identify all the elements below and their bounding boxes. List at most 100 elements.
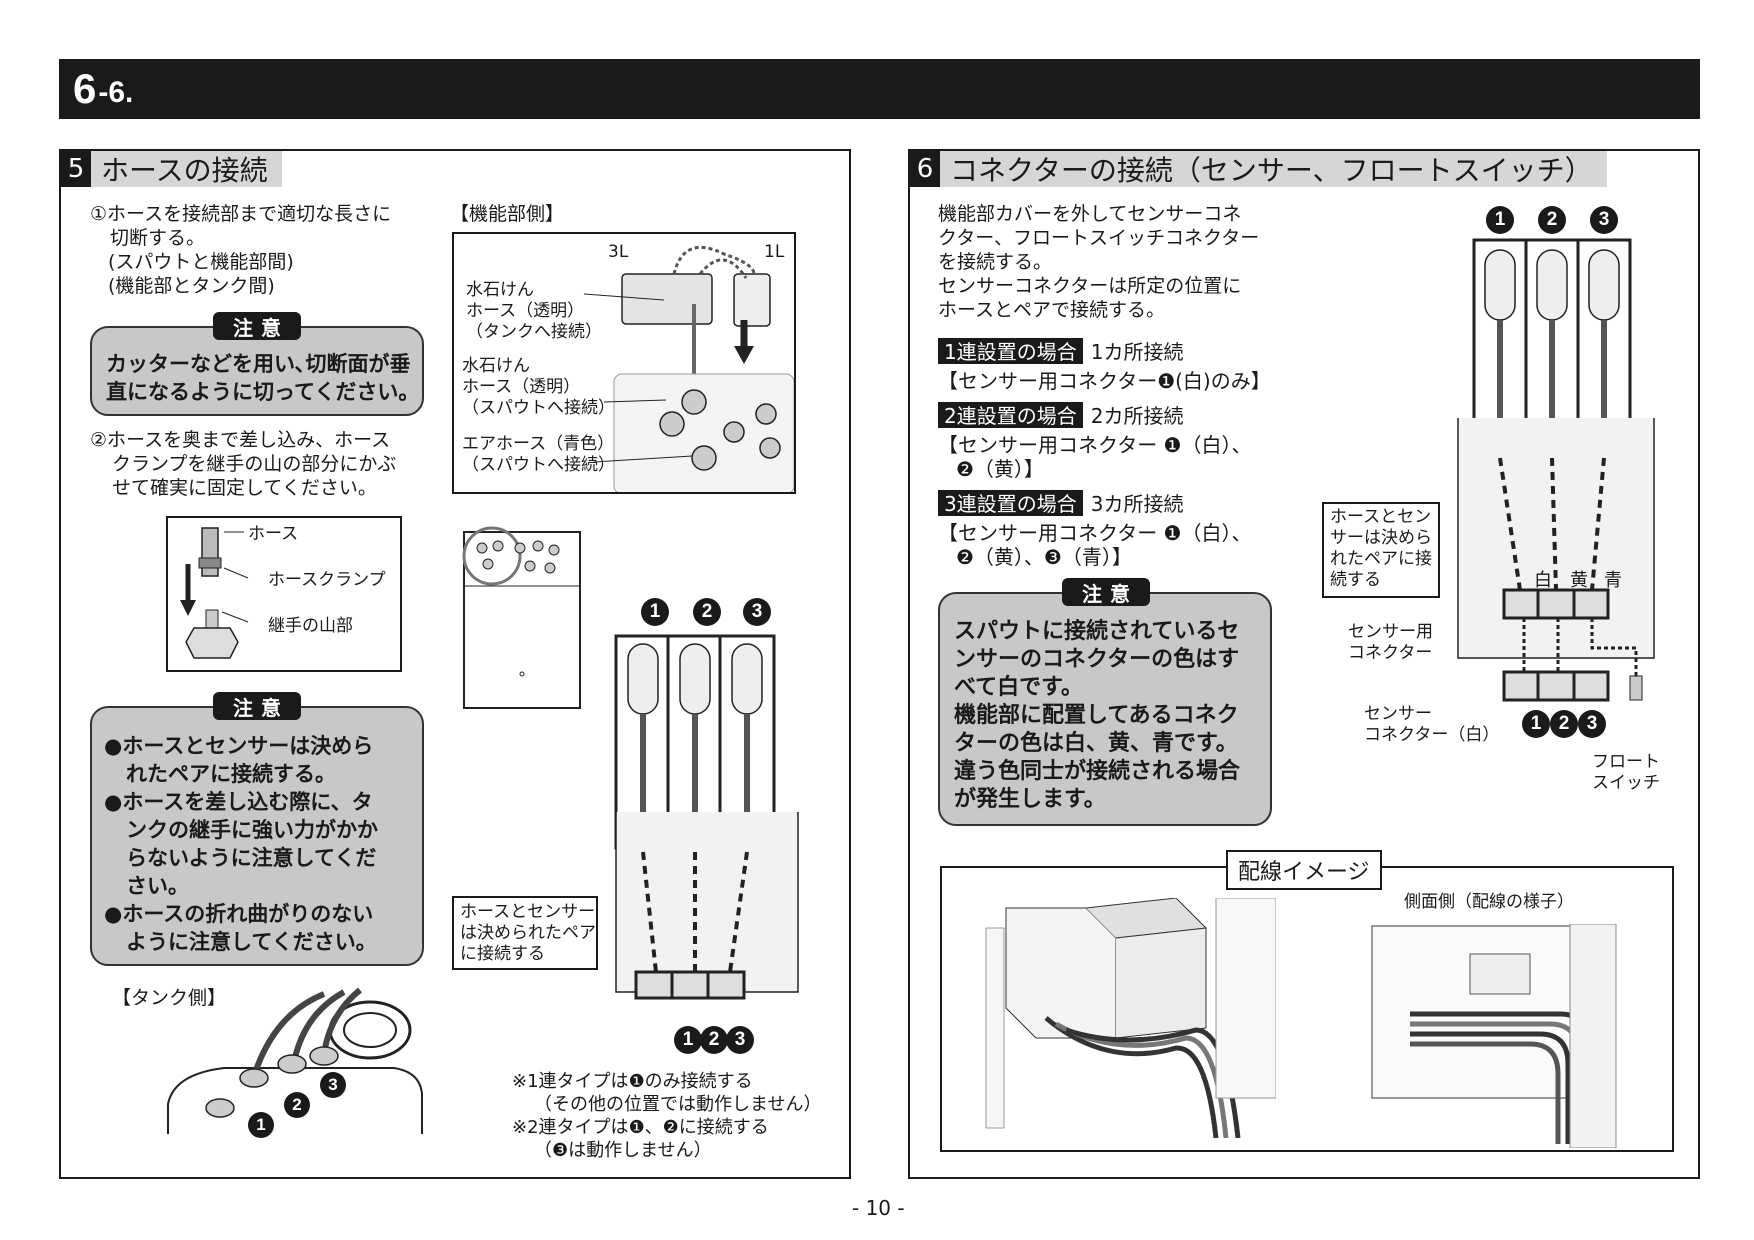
label-hose-clamp: ホースクランプ xyxy=(268,570,386,590)
function-unit-figure: 3L 1L 水石けん ホース（透明） （タンクへ接続） 水石けん ホース（透明）… xyxy=(452,232,796,495)
wiring-illustration-side xyxy=(1371,924,1617,1148)
caution-line: べて白です。 xyxy=(954,675,1083,700)
step-1-line: (機能部とタンク間) xyxy=(108,275,275,297)
label-line: フロート xyxy=(1592,752,1660,772)
note-line: は決められたペア xyxy=(460,923,596,943)
caution-line: れたペアに接続する。 xyxy=(126,762,336,786)
connector-number-2: 2 xyxy=(700,1026,728,1054)
label-line: コネクター xyxy=(1348,643,1433,663)
section-5-number: 5 xyxy=(61,151,91,187)
color-label-blue: 青 xyxy=(1604,570,1622,591)
tank-side-label: 【タンク側】 xyxy=(112,987,227,1009)
label-hose: ホース xyxy=(248,524,299,544)
case-count: 3カ所接続 xyxy=(1090,492,1184,516)
tank-number-2: 2 xyxy=(284,1092,310,1118)
caution-line: ように注意してください。 xyxy=(126,930,377,954)
caution-box-3: スパウトに接続されているセ ンサーのコネクターの色はす べて白です。 機能部に配… xyxy=(938,592,1272,826)
caution-line: スパウトに接続されているセ xyxy=(954,619,1240,644)
hose-number-3: 3 xyxy=(743,598,771,626)
label-joint-ridge: 継手の山部 xyxy=(268,616,353,636)
intro-line: クター、フロートスイッチコネクター xyxy=(938,227,1260,249)
caution-line: ンサーのコネクターの色はす xyxy=(954,647,1240,672)
note-line: ホースとセンサー xyxy=(460,902,596,922)
label-line: センサー xyxy=(1364,704,1432,724)
case-count: 1カ所接続 xyxy=(1090,340,1184,364)
label-air-hose: エアホース（青色） （スパウトへ接続） xyxy=(462,434,615,476)
footnote-line: ※1連タイプは❶のみ接続する xyxy=(512,1071,753,1092)
step-1-line: ①ホースを接続部まで適切な長さに xyxy=(90,203,392,225)
case-count: 2カ所接続 xyxy=(1090,404,1184,428)
intro-line: センサーコネクターは所定の位置に xyxy=(938,275,1242,297)
caution-line: さい。 xyxy=(126,874,189,898)
pair-note-left: ホースとセンサー は決められたペア に接続する xyxy=(452,896,598,970)
footnotes: ※1連タイプは❶のみ接続する （その他の位置では動作しません） ※2連タイプは❶… xyxy=(512,1070,821,1162)
caution-line: 直になるように切ってください。 xyxy=(106,380,420,404)
color-label-yellow: 黄 xyxy=(1570,570,1588,591)
label-line: エアホース（青色） xyxy=(462,434,615,454)
intro-line: 機能部カバーを外してセンサーコネ xyxy=(938,203,1242,225)
step-1-text: ①ホースを接続部まで適切な長さに 切断する。 (スパウトと機能部間) (機能部と… xyxy=(90,202,391,298)
sensor-pairs-illustration xyxy=(614,634,799,1000)
caution-line: ターの色は白、黄、青です。 xyxy=(954,731,1238,756)
caution-line: カッターなどを用い､切断面が垂 xyxy=(106,352,411,376)
caution-1-text: カッターなどを用い､切断面が垂 直になるように切ってください。 xyxy=(106,350,419,406)
r-connector-number-3: 3 xyxy=(1578,710,1606,738)
connector-number-3: 3 xyxy=(726,1026,754,1054)
caution-badge-3: 注意 xyxy=(1062,578,1150,606)
hose-clamp-illustration xyxy=(180,527,249,659)
footnote-line: （その他の位置では動作しません） xyxy=(534,1094,822,1115)
caution-box-2: ●ホースとセンサーは決めら れたペアに接続する。 ●ホースを差し込む際に、タ ン… xyxy=(90,706,424,966)
step-1-line: (スパウトと機能部間) xyxy=(108,251,294,273)
caution-3-text: スパウトに接続されているセ ンサーのコネクターの色はす べて白です。 機能部に配… xyxy=(954,618,1240,814)
pair-note-right: ホースとセン サーは決めら れたペアに接 続する xyxy=(1322,502,1440,598)
label-1l: 1L xyxy=(764,242,785,262)
r-sensor-pairs-illustration xyxy=(1457,238,1655,702)
hose-number-1: 1 xyxy=(641,598,669,626)
r-hose-number-2: 2 xyxy=(1538,206,1566,234)
caution-line: が発生します。 xyxy=(954,787,1106,812)
wiring-illustration-main xyxy=(985,898,1276,1138)
tank-illustration xyxy=(167,987,423,1134)
r-connector-number-1: 1 xyxy=(1522,710,1550,738)
label-3l: 3L xyxy=(608,242,629,262)
side-view-label: 側面側（配線の様子） xyxy=(1404,892,1574,912)
color-label-white: 白 xyxy=(1534,570,1552,591)
function-unit-illustration xyxy=(583,245,795,495)
section-6-intro: 機能部カバーを外してセンサーコネ クター、フロートスイッチコネクター を接続する… xyxy=(938,202,1259,322)
tank-number-3: 3 xyxy=(320,1072,346,1098)
connector-number-1: 1 xyxy=(674,1026,702,1054)
caution-line: ●ホースを差し込む際に、タ xyxy=(104,790,373,814)
page-number: - 10 - xyxy=(852,1196,905,1220)
step-2-line: クランプを継手の山の部分にかぶ xyxy=(112,453,397,475)
section-5-heading: ホースの接続 xyxy=(101,154,268,187)
float-switch-label: フロート スイッチ xyxy=(1592,752,1660,794)
section-6-panel xyxy=(908,149,1700,1179)
page-header: 6 -6. xyxy=(59,59,1700,119)
caution-line: ●ホースの折れ曲がりのない xyxy=(104,902,374,926)
function-side-label: 【機能部側】 xyxy=(450,203,565,225)
caution-line: ンクの継手に強い力がかか xyxy=(126,818,378,842)
caution-badge-2: 注意 xyxy=(213,692,301,720)
r-hose-number-3: 3 xyxy=(1590,206,1618,234)
sensor-connector-label: センサー用 コネクター xyxy=(1348,622,1433,664)
section-6-number: 6 xyxy=(910,151,940,187)
note-line: に接続する xyxy=(460,944,545,964)
r-hose-number-1: 1 xyxy=(1486,206,1514,234)
sensor-white-label: センサー コネクター（白） xyxy=(1364,704,1499,746)
note-line: 続する xyxy=(1330,570,1381,590)
case-detail: ❷（黄）】 xyxy=(956,457,1044,481)
note-line: れたペアに接 xyxy=(1330,549,1432,569)
section-6-heading: コネクターの接続（センサー、フロートスイッチ） xyxy=(950,154,1593,187)
caution-2-text: ●ホースとセンサーは決めら れたペアに接続する。 ●ホースを差し込む際に、タ ン… xyxy=(104,732,378,956)
intro-line: ホースとペアで接続する。 xyxy=(938,299,1166,321)
label-line: （タンクへ接続） xyxy=(466,322,602,342)
tank-number-1: 1 xyxy=(248,1112,274,1138)
case-detail: 【センサー用コネクター❶(白)のみ】 xyxy=(938,369,1271,393)
label-line: センサー用 xyxy=(1348,622,1433,642)
label-line: スイッチ xyxy=(1592,773,1660,793)
section-6-title: 6 コネクターの接続（センサー、フロートスイッチ） xyxy=(910,151,1607,187)
section-5-title: 5 ホースの接続 xyxy=(61,151,282,187)
note-line: ホースとセン xyxy=(1330,507,1432,527)
section-5-panel xyxy=(59,149,851,1179)
